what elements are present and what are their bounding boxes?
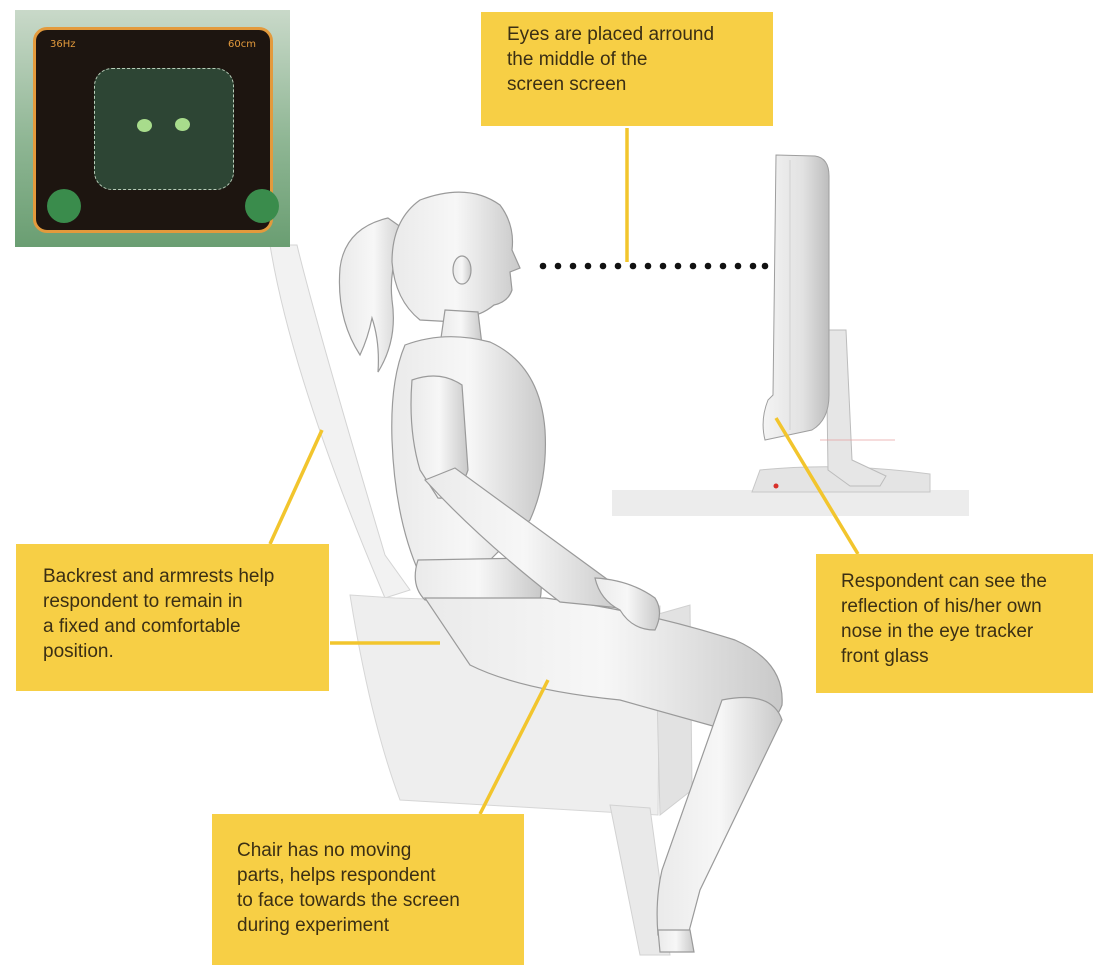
callout-backrest-line-3: a fixed and comfortable [43, 614, 329, 639]
monitor [752, 155, 930, 492]
eye-tracker-status-panel: 36Hz 60cm [15, 10, 290, 247]
left-eye-marker [137, 119, 152, 132]
callout-chair-line-2: parts, helps respondent [237, 863, 524, 888]
callout-eyes-line-3: screen screen [507, 72, 773, 97]
callout-eyes-line-2: the middle of the [507, 47, 773, 72]
tracking-box [94, 68, 234, 190]
callout-reflection-line-4: front glass [841, 644, 1093, 669]
leader-line-backrest [270, 430, 322, 544]
callout-chair-line-3: to face towards the screen [237, 888, 524, 913]
tracker-frequency: 36Hz [50, 39, 76, 50]
bottom-right-calibration-dot [245, 189, 279, 223]
callout-chair-line-1: Chair has no moving [237, 838, 524, 863]
right-eye-marker [175, 118, 190, 131]
callout-backrest-line-1: Backrest and armrests help [43, 564, 329, 589]
callout-reflection-line-2: reflection of his/her own [841, 594, 1093, 619]
callout-eyes-position: Eyes are placed arround the middle of th… [481, 12, 773, 126]
monitor-power-led [774, 484, 779, 489]
bottom-left-calibration-dot [47, 189, 81, 223]
callout-backrest-armrests: Backrest and armrests help respondent to… [16, 544, 329, 691]
callout-chair-no-moving-parts: Chair has no moving parts, helps respond… [212, 814, 524, 965]
callout-chair-line-4: during experiment [237, 913, 524, 938]
callout-eyes-line-1: Eyes are placed arround [507, 22, 773, 47]
tracker-distance: 60cm [228, 39, 256, 50]
desk [612, 490, 969, 516]
callout-backrest-line-4: position. [43, 639, 329, 664]
callout-reflection-line-3: nose in the eye tracker [841, 619, 1093, 644]
callout-nose-reflection: Respondent can see the reflection of his… [816, 554, 1093, 693]
callout-backrest-line-2: respondent to remain in [43, 589, 329, 614]
eye-tracker-screen: 36Hz 60cm [33, 27, 273, 233]
eye-level-line [540, 263, 769, 270]
callout-reflection-line-1: Respondent can see the [841, 569, 1093, 594]
